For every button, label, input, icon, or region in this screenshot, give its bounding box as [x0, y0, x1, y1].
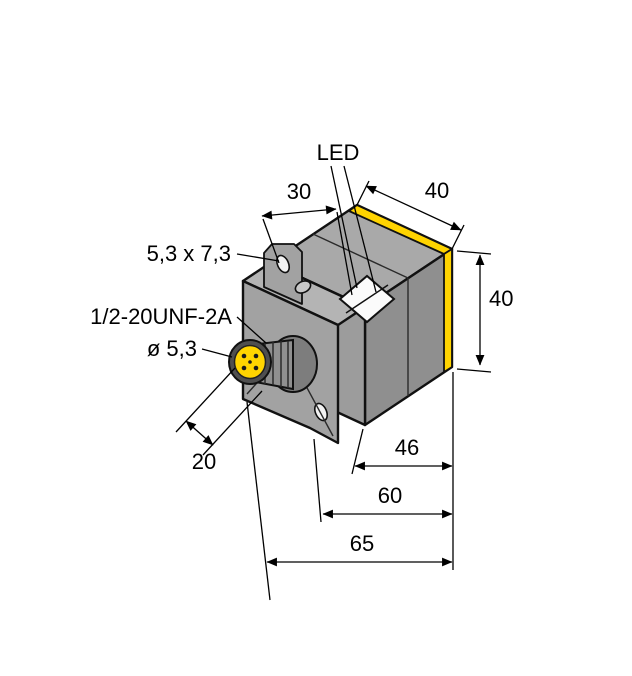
led-window — [338, 274, 396, 324]
dim-label-65: 65 — [350, 531, 374, 556]
body-seam-top — [312, 233, 409, 279]
leader-slot — [236, 253, 280, 262]
dim-label-46: 46 — [395, 435, 419, 460]
dim-label-40-width: 40 — [425, 178, 449, 203]
connector-pin — [248, 360, 252, 364]
label-thread-spec: 1/2-20UNF-2A — [90, 304, 232, 329]
dim-label-20: 20 — [192, 449, 216, 474]
dimension-20: 20 — [175, 367, 263, 474]
dimension-40-height: 40 — [456, 250, 513, 373]
bracket-counterbore-hole — [294, 280, 312, 294]
connector-pin — [241, 353, 247, 359]
mounting-slot-hole-1 — [275, 254, 291, 274]
dim-label-40-height: 40 — [489, 286, 513, 311]
connector-pin — [253, 353, 259, 359]
connector-pin — [253, 365, 259, 371]
dimension-30: 30 — [261, 179, 353, 296]
bracket-ear — [263, 243, 303, 305]
dim-label-30: 30 — [287, 179, 311, 204]
label-slot-size: 5,3 x 7,3 — [147, 241, 231, 266]
led-window-divider — [345, 284, 389, 314]
label-diameter: ø 5,3 — [147, 336, 197, 361]
dim-label-60: 60 — [378, 483, 402, 508]
dimension-40-width: 40 — [356, 178, 465, 250]
connector — [228, 335, 318, 393]
leader-led-1 — [330, 165, 358, 289]
dimension-65: 65 — [246, 372, 454, 601]
sensing-face-stripe-side — [443, 248, 453, 373]
leader-lines — [201, 165, 377, 358]
label-led: LED — [317, 140, 360, 165]
leader-thread — [236, 316, 267, 344]
leader-diameter — [201, 348, 233, 358]
connector-pin — [241, 365, 247, 371]
dimension-46: 46 — [351, 428, 453, 475]
leader-led-2 — [343, 165, 377, 293]
dimension-60: 60 — [313, 438, 453, 523]
